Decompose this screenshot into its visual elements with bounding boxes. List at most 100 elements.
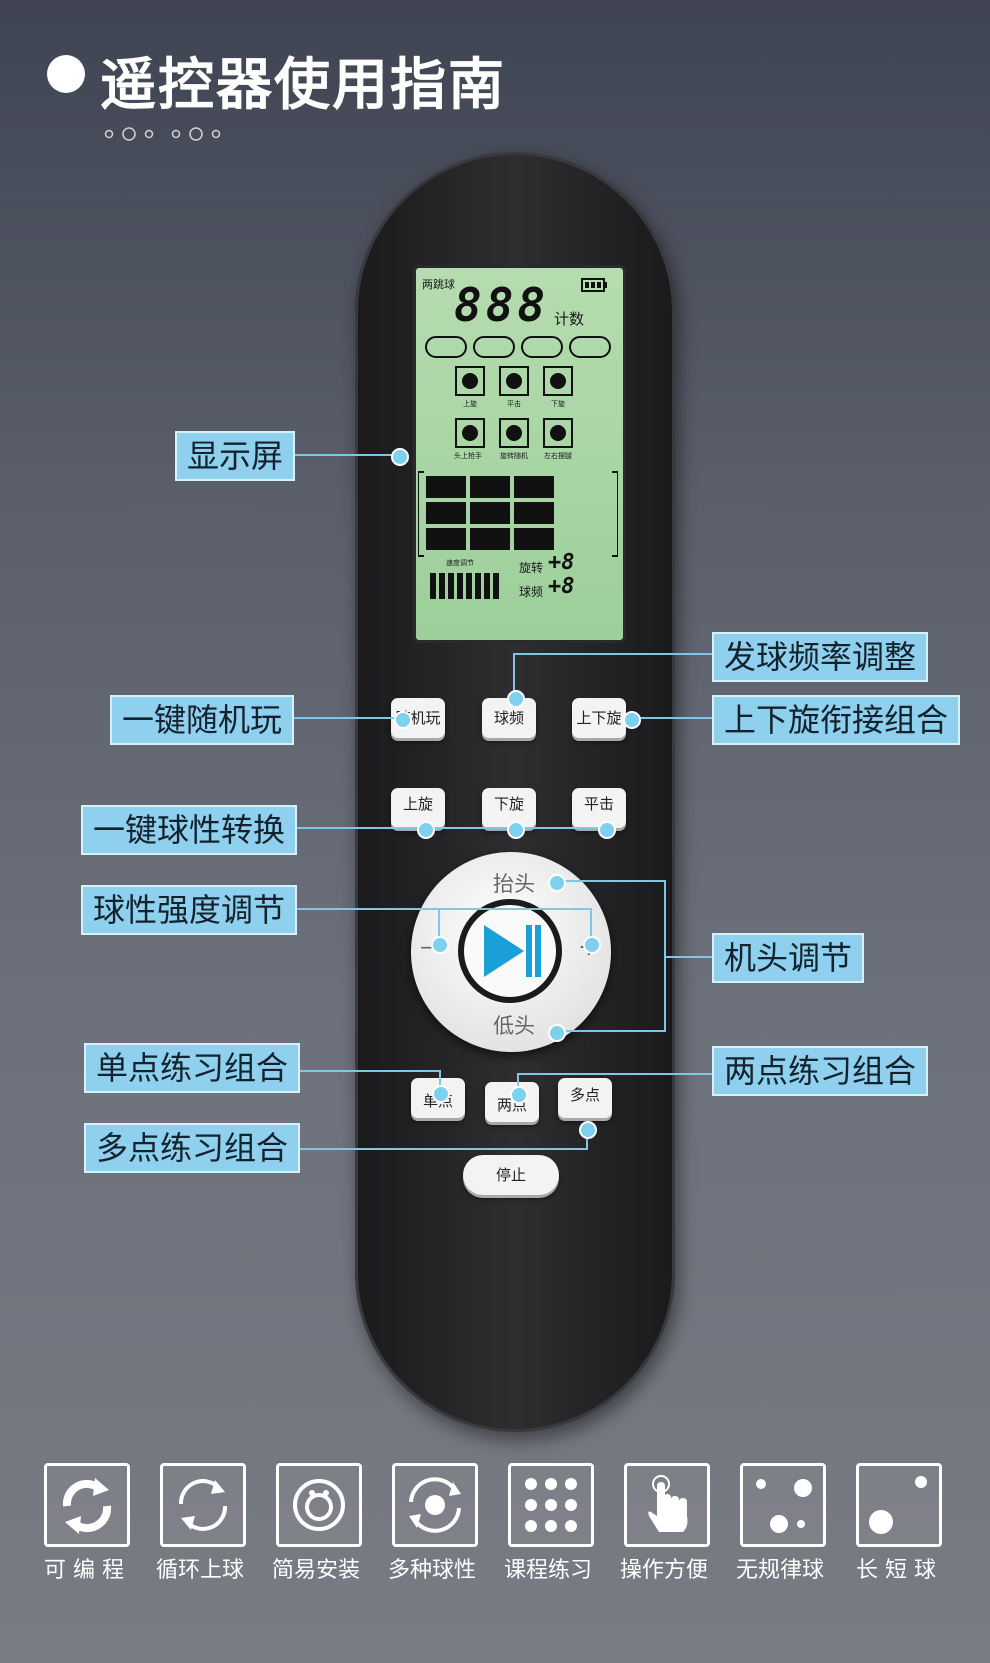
connector-line — [290, 454, 396, 456]
feature-label: 无规律球 — [735, 1558, 824, 1583]
label-spin-switch: 一键球性转换 — [81, 805, 298, 855]
feature-label: 简易安装 — [271, 1558, 360, 1583]
head-down-button[interactable]: 低头 — [493, 1014, 535, 1038]
stop-button[interactable]: 停止 — [463, 1155, 559, 1195]
connector-line — [514, 653, 712, 655]
pointer-dot — [391, 448, 409, 466]
lcd-display: 两跳球 888 计数 上旋 平击 下旋 头上抢手 旋转随机 左右摆腿 速度调节 — [413, 265, 626, 643]
topspin-button[interactable]: 上旋 — [391, 788, 445, 828]
feature-loop — [160, 1463, 246, 1547]
feature-touch — [624, 1463, 710, 1547]
lcd-spin-value: +8 — [548, 550, 575, 575]
head-up-button[interactable]: 抬头 — [493, 872, 535, 896]
feature-course — [508, 1463, 594, 1547]
pointer-dot — [417, 821, 435, 839]
pointer-dot — [583, 936, 601, 954]
lcd-icon-label: 上旋 — [463, 400, 477, 408]
label-double-combo: 两点练习组合 — [712, 1046, 929, 1096]
connector-line — [290, 908, 591, 910]
pointer-dot — [507, 690, 525, 708]
lcd-count-label: 计数 — [554, 310, 585, 328]
feature-label: 操作方便 — [619, 1558, 708, 1583]
feature-programmable — [44, 1463, 130, 1547]
feature-label: 循环上球 — [155, 1558, 244, 1583]
feature-label: 可 编 程 — [44, 1558, 124, 1583]
label-random-play: 一键随机玩 — [110, 695, 295, 745]
title-bullet — [47, 55, 85, 93]
connector-line — [517, 1073, 519, 1091]
connector-line — [439, 1070, 441, 1092]
lcd-icon-label: 左右摆腿 — [544, 452, 572, 460]
feature-label: 多种球性 — [387, 1558, 476, 1583]
connector-line — [518, 1073, 712, 1075]
label-display: 显示屏 — [175, 431, 296, 481]
multi-point-button[interactable]: 多点 — [558, 1078, 612, 1118]
connector-line — [290, 1148, 587, 1150]
label-spin-strength: 球性强度调节 — [81, 885, 298, 935]
connector-line — [555, 1030, 665, 1032]
touch-icon — [648, 1475, 688, 1532]
lcd-icon-label: 旋转随机 — [500, 452, 528, 460]
lcd-speed-bars — [430, 573, 499, 599]
label-single-combo: 单点练习组合 — [84, 1043, 301, 1093]
pointer-dot — [507, 821, 525, 839]
lcd-freq-value: +8 — [548, 574, 575, 599]
battery-icon — [581, 278, 607, 292]
connector-line — [664, 956, 714, 958]
play-pause-button[interactable] — [458, 899, 562, 1003]
lcd-segment-ovals — [425, 336, 611, 358]
connector-line — [513, 653, 515, 697]
connector-line — [290, 827, 610, 829]
pointer-dot — [394, 711, 412, 729]
lcd-icon-label: 头上抢手 — [454, 452, 482, 460]
feature-label: 课程练习 — [503, 1558, 592, 1583]
programmable-icon — [62, 1478, 112, 1534]
pointer-dot — [548, 874, 566, 892]
pointer-dot — [623, 711, 641, 729]
connector-line — [438, 908, 440, 942]
pointer-dot — [510, 1086, 528, 1104]
pointer-dot — [548, 1024, 566, 1042]
label-head-adjust: 机头调节 — [712, 933, 865, 983]
irregular-icon — [756, 1479, 812, 1533]
feature-spin-types — [392, 1463, 478, 1547]
connector-line — [555, 880, 665, 882]
page-title: 遥控器使用指南 — [100, 53, 506, 118]
feature-irregular — [740, 1463, 826, 1547]
lcd-mode: 两跳球 — [422, 278, 455, 291]
spin-types-icon — [409, 1477, 461, 1533]
connector-line — [630, 717, 712, 719]
feature-install — [276, 1463, 362, 1547]
lcd-speed-label: 速度调节 — [446, 559, 474, 567]
label-freq-adjust: 发球频率调整 — [712, 632, 929, 682]
connector-line — [290, 717, 402, 719]
two-point-button[interactable]: 两点 — [485, 1082, 539, 1122]
loop-icon — [178, 1479, 228, 1531]
pointer-dot — [598, 821, 616, 839]
flat-hit-button[interactable]: 平击 — [572, 788, 626, 828]
feature-long-short — [856, 1463, 942, 1547]
label-multi-combo: 多点练习组合 — [84, 1123, 301, 1173]
install-icon — [293, 1479, 345, 1531]
backspin-button[interactable]: 下旋 — [482, 788, 536, 828]
lcd-spin-label: 旋转 — [519, 561, 544, 575]
lcd-digits: 888 — [454, 278, 550, 332]
long-short-icon — [869, 1476, 927, 1534]
title-decoration — [104, 127, 221, 141]
lcd-icon-label: 平击 — [507, 400, 521, 408]
pointer-dot — [432, 1085, 450, 1103]
feature-label: 长 短 球 — [856, 1558, 936, 1583]
connector-line — [290, 1070, 440, 1072]
play-pause-icon — [484, 925, 541, 977]
connector-line — [590, 908, 592, 942]
lcd-grid — [418, 471, 618, 557]
course-icon — [525, 1478, 577, 1532]
lcd-freq-label: 球频 — [519, 585, 544, 599]
label-updown-combo: 上下旋衔接组合 — [712, 695, 961, 745]
connector-line — [586, 1128, 588, 1150]
pointer-dot — [579, 1121, 597, 1139]
lcd-spin-icons — [455, 366, 573, 448]
lcd-icon-label: 下旋 — [551, 400, 565, 408]
topspin-backspin-button[interactable]: 上下旋 — [572, 698, 626, 738]
pointer-dot — [431, 936, 449, 954]
